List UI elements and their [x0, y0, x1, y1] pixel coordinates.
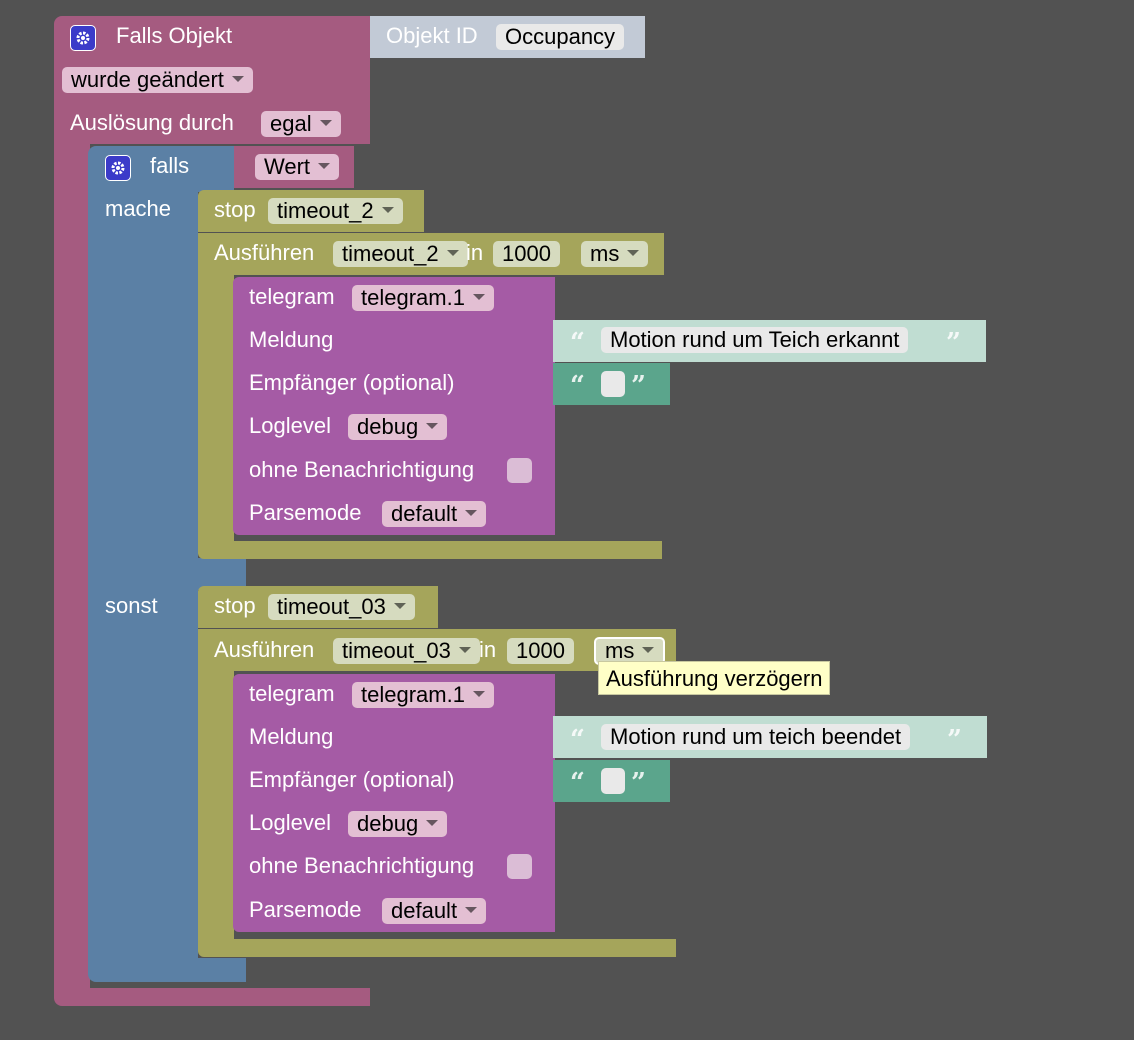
telegram-block[interactable]: [233, 674, 555, 932]
run-delayed-footer: [198, 939, 676, 957]
event-block-footer: [54, 988, 370, 1006]
silent-checkbox[interactable]: [507, 458, 532, 483]
telegram-instance-dropdown[interactable]: telegram.1: [352, 682, 494, 708]
stop-timeout-dropdown[interactable]: timeout_03: [268, 594, 415, 620]
if-block-footer: [88, 958, 246, 982]
telegram-block[interactable]: [233, 277, 555, 535]
loglevel-label: Loglevel: [249, 413, 331, 438]
change-mode-dropdown[interactable]: wurde geändert: [62, 67, 253, 93]
silent-label: ohne Benachrichtigung: [249, 457, 475, 482]
parsemode-label: Parsemode: [249, 500, 362, 525]
message-label: Meldung: [249, 327, 334, 352]
settings-gear-icon[interactable]: [70, 25, 96, 51]
if-label: falls: [150, 153, 190, 178]
else-label: sonst: [105, 593, 158, 618]
close-quote-icon: ”: [946, 328, 961, 358]
recipient-label: Empfänger (optional): [249, 370, 455, 395]
message-label: Meldung: [249, 724, 334, 749]
stop-label: stop: [214, 593, 256, 618]
loglevel-dropdown[interactable]: debug: [348, 414, 448, 440]
open-quote-icon: “: [570, 768, 585, 798]
silent-checkbox[interactable]: [507, 854, 532, 879]
message-input[interactable]: Motion rund um Teich erkannt: [601, 327, 909, 353]
parsemode-label: Parsemode: [249, 897, 362, 922]
trigger-dropdown[interactable]: egal: [261, 111, 341, 137]
run-timeout-dropdown[interactable]: timeout_03: [333, 638, 480, 664]
open-quote-icon: “: [570, 371, 585, 401]
if-block-spine: [88, 190, 198, 960]
recipient-input[interactable]: [601, 371, 625, 397]
recipient-input[interactable]: [601, 768, 625, 794]
telegram-label: telegram: [249, 681, 335, 706]
run-delayed-footer: [198, 541, 662, 559]
if-else-divider: [198, 558, 246, 590]
stop-label: stop: [214, 197, 256, 222]
silent-label: ohne Benachrichtigung: [249, 853, 475, 878]
close-quote-icon: ”: [631, 768, 646, 798]
event-block-title: Falls Objekt: [116, 23, 233, 48]
open-quote-icon: “: [570, 725, 585, 755]
event-block-spine: [54, 140, 90, 990]
close-quote-icon: ”: [947, 725, 962, 755]
tooltip: Ausführung verzögern: [598, 661, 831, 695]
loglevel-dropdown[interactable]: debug: [348, 811, 448, 837]
object-id-field[interactable]: Occupancy: [496, 24, 625, 50]
run-delayed-spine: [198, 273, 234, 543]
open-quote-icon: “: [570, 328, 585, 358]
condition-dropdown[interactable]: Wert: [255, 154, 340, 180]
do-label: mache: [105, 196, 172, 221]
object-id-label: Objekt ID: [386, 23, 478, 48]
trigger-label: Auslösung durch: [70, 110, 234, 135]
message-input[interactable]: Motion rund um teich beendet: [601, 724, 911, 750]
telegram-label: telegram: [249, 284, 335, 309]
delay-input[interactable]: 1000: [507, 638, 574, 664]
unit-dropdown[interactable]: ms: [581, 241, 649, 267]
close-quote-icon: ”: [631, 371, 646, 401]
recipient-label: Empfänger (optional): [249, 767, 455, 792]
parsemode-dropdown[interactable]: default: [382, 898, 487, 924]
telegram-instance-dropdown[interactable]: telegram.1: [352, 285, 494, 311]
run-label: Ausführen: [214, 637, 315, 662]
delay-input[interactable]: 1000: [493, 241, 560, 267]
run-label: Ausführen: [214, 240, 315, 265]
loglevel-label: Loglevel: [249, 810, 331, 835]
in-label: in: [466, 240, 484, 265]
in-label: in: [479, 637, 497, 662]
run-timeout-dropdown[interactable]: timeout_2: [333, 241, 468, 267]
parsemode-dropdown[interactable]: default: [382, 501, 487, 527]
if-settings-gear-icon[interactable]: [105, 155, 131, 181]
stop-timeout-dropdown[interactable]: timeout_2: [268, 198, 403, 224]
run-delayed-spine: [198, 669, 234, 941]
